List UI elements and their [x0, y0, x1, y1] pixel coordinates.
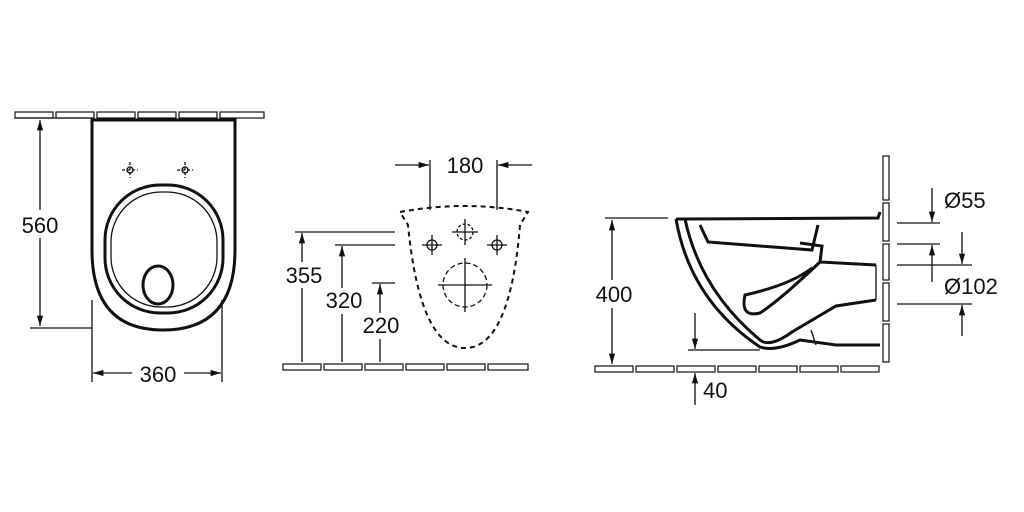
width-dimension-label: 360 — [140, 362, 177, 387]
height-dimension-label: 560 — [22, 213, 59, 238]
wall-section — [882, 155, 890, 363]
front-view: 560 360 — [14, 111, 265, 387]
bowl-dashed-outline — [398, 205, 530, 350]
side-view: 400 40 Ø55 Ø102 — [590, 155, 998, 405]
rear-view: 180 355 320 220 — [280, 153, 532, 371]
dimension-label-355: 355 — [286, 263, 323, 288]
inlet-diameter-label: Ø55 — [944, 188, 986, 213]
dimension-label-220: 220 — [363, 313, 400, 338]
floor-gap-dimension-label: 40 — [703, 378, 727, 403]
dimension-label-320: 320 — [326, 288, 363, 313]
bowl-profile — [674, 211, 882, 350]
crosshair-icon — [122, 162, 193, 178]
crosshair-icon — [422, 219, 507, 312]
height-dimension-label: 400 — [596, 282, 633, 307]
seat-outline — [103, 183, 225, 315]
drain-hole — [141, 264, 175, 306]
spacing-dimension-label: 180 — [447, 153, 484, 178]
outlet-diameter-label: Ø102 — [944, 274, 998, 299]
wall-tiles — [14, 111, 265, 119]
floor-tiles — [594, 365, 880, 373]
floor-tiles — [282, 363, 529, 371]
bowl-outline — [90, 118, 237, 332]
